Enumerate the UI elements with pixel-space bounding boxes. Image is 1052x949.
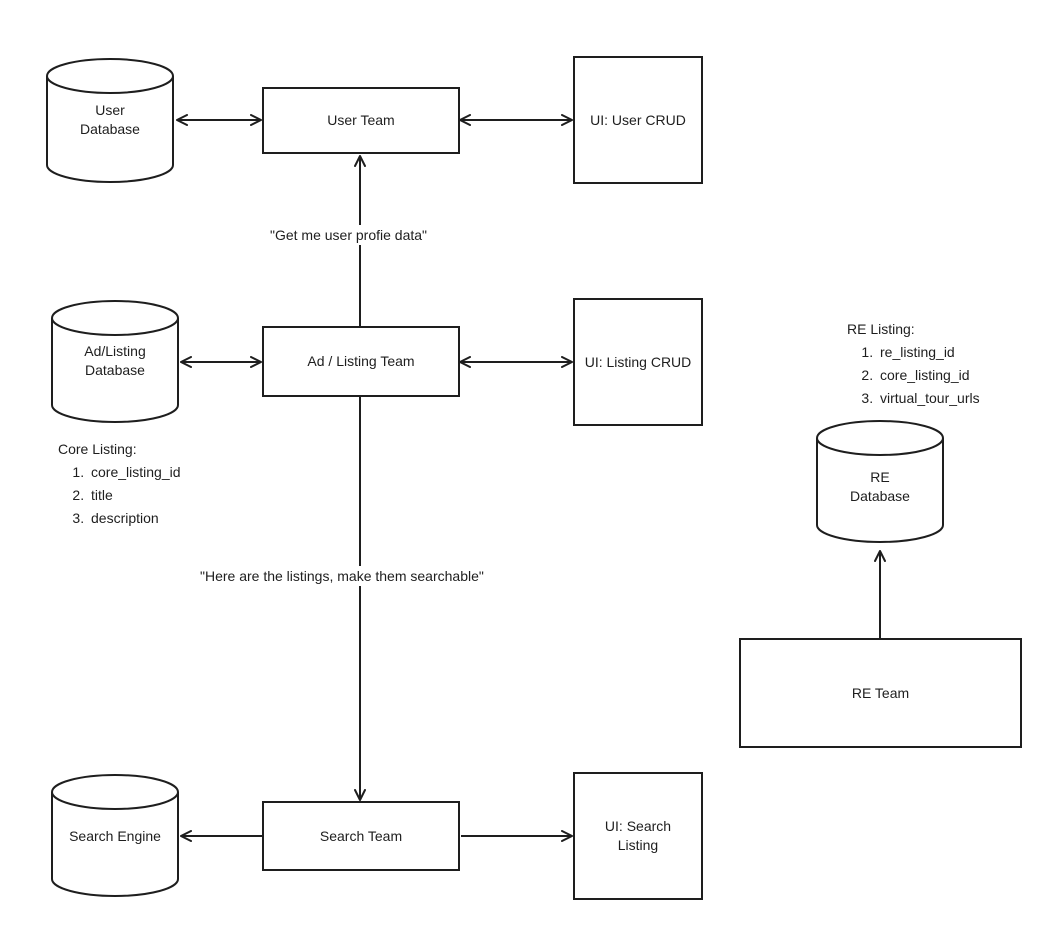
user-database-line2: Database — [80, 121, 140, 137]
ui-user-crud-label: UI: User CRUD — [590, 111, 686, 128]
user-database-line1: User — [95, 102, 125, 119]
re-database-line1: RE — [870, 469, 890, 486]
core-listing-fields: core_listing_id title description — [58, 461, 181, 530]
ui-search-listing-line1: UI: Search — [604, 818, 672, 835]
re-listing-note: RE Listing: re_listing_id core_listing_i… — [847, 318, 980, 410]
re-listing-fields: re_listing_id core_listing_id virtual_to… — [847, 341, 980, 410]
listing-team-box[interactable]: Ad / Listing Team — [262, 326, 460, 397]
re-listing-field: core_listing_id — [877, 364, 980, 387]
core-listing-title: Core Listing: — [58, 441, 137, 457]
ui-listing-crud-label: UI: Listing CRUD — [584, 353, 692, 370]
re-listing-title: RE Listing: — [847, 321, 915, 337]
user-team-label: User Team — [327, 112, 395, 129]
ui-search-listing-line2: Listing — [617, 837, 659, 853]
search-engine-cylinder[interactable] — [51, 774, 179, 897]
user-database-cylinder[interactable] — [46, 58, 174, 183]
re-database-label: RE Database — [817, 462, 943, 512]
user-team-box[interactable]: User Team — [262, 87, 460, 154]
search-team-label: Search Team — [319, 827, 403, 844]
search-engine-text: Search Engine — [69, 827, 161, 844]
re-database-line2: Database — [850, 488, 910, 504]
edge-label-make-searchable: "Here are the listings, make them search… — [198, 566, 486, 586]
search-engine-label: Search Engine — [52, 820, 178, 852]
re-listing-field: re_listing_id — [877, 341, 980, 364]
core-listing-note: Core Listing: core_listing_id title desc… — [58, 438, 181, 530]
ui-user-crud-box[interactable]: UI: User CRUD — [573, 56, 703, 184]
re-database-cylinder[interactable] — [816, 420, 944, 543]
core-listing-field: description — [88, 507, 181, 530]
re-team-box[interactable]: RE Team — [739, 638, 1022, 748]
core-listing-field: title — [88, 484, 181, 507]
re-team-label: RE Team — [851, 684, 910, 701]
search-team-box[interactable]: Search Team — [262, 801, 460, 871]
listing-team-label: Ad / Listing Team — [307, 353, 415, 370]
re-listing-field: virtual_tour_urls — [877, 387, 980, 410]
edge-label-get-user-profile: "Get me user profie data" — [268, 225, 430, 245]
listing-database-line1: Ad/Listing — [84, 343, 146, 360]
listing-database-line2: Database — [85, 362, 145, 378]
ui-listing-crud-box[interactable]: UI: Listing CRUD — [573, 298, 703, 426]
core-listing-field: core_listing_id — [88, 461, 181, 484]
listing-database-cylinder[interactable] — [51, 300, 179, 423]
